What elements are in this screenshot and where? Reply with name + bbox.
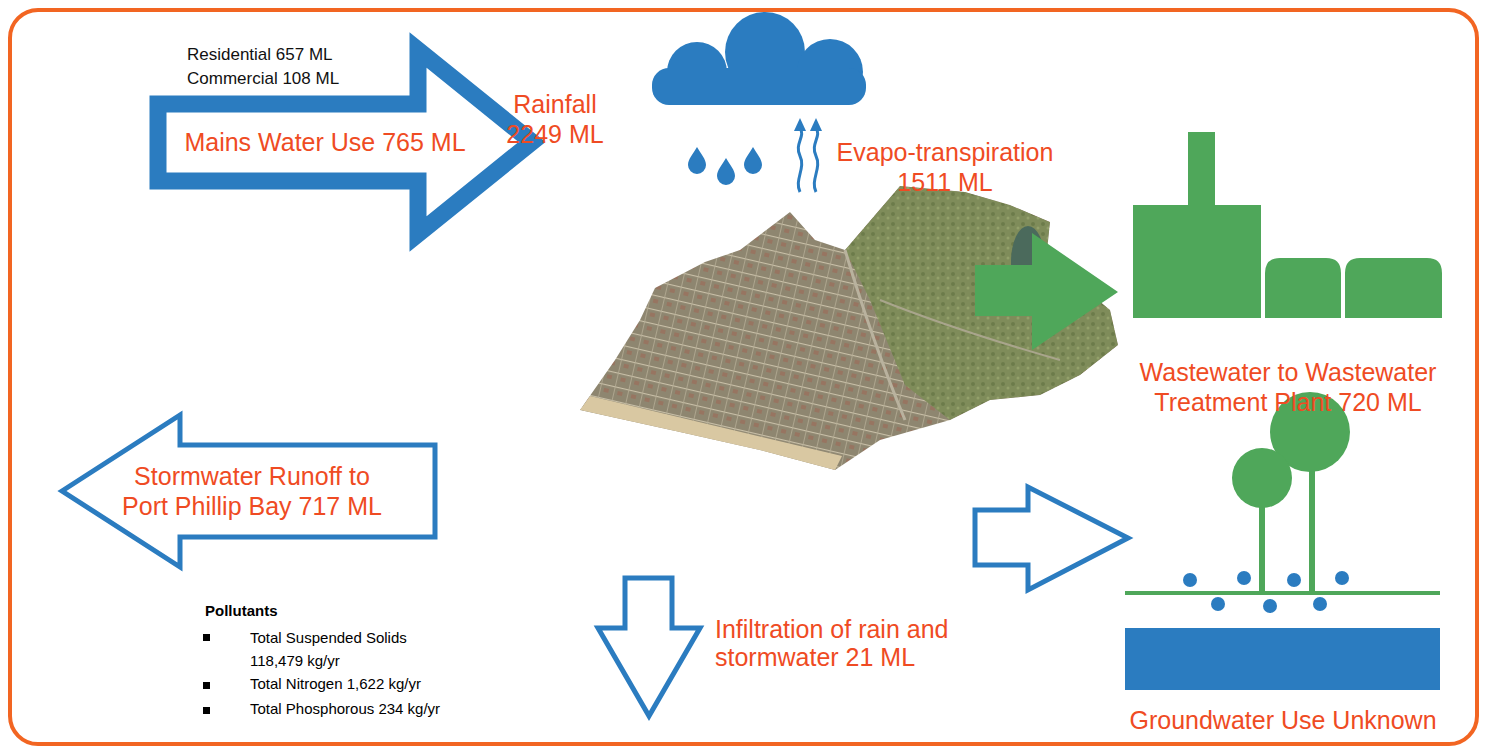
flow-label: Groundwater Use Unknown <box>1129 705 1436 735</box>
groundwater-node: Groundwater Use Unknown <box>1115 390 1460 740</box>
text-holder: Stormwater Runoff to Port Phillip Bay 71… <box>115 461 390 521</box>
text-holder: Total Nitrogen 1,622 kg/yr <box>250 675 450 693</box>
pollutant-item: Total Nitrogen 1,622 kg/yr <box>250 675 421 693</box>
flow-label: Rainfall 2249 ML <box>493 89 618 149</box>
usage-breakdown: Commercial 108 ML <box>187 69 339 89</box>
flow-label: Evapo-transpiration 1511 ML <box>825 137 1065 197</box>
aerial-map <box>570 180 1130 480</box>
flow-label: Infiltration of rain and stormwater 21 M… <box>715 615 970 671</box>
frame-border <box>10 10 1477 744</box>
text-holder: Total Phosphorous 234 kg/yr <box>250 700 450 718</box>
text-holder: Mains Water Use 765 ML <box>160 127 490 157</box>
text-holder: Rainfall 2249 ML <box>493 89 618 149</box>
flow-label: Stormwater Runoff to Port Phillip Bay 71… <box>115 461 390 521</box>
node-shape <box>1115 390 1460 740</box>
text-holder: Infiltration of rain and stormwater 21 M… <box>715 615 970 671</box>
inflow-arrow <box>158 50 532 234</box>
rain-drops <box>688 147 762 185</box>
treatment-plant: Wastewater to Wastewater Treatment Plant… <box>1120 125 1455 440</box>
treatment-plant-icon <box>1133 132 1442 318</box>
bullet-marks <box>203 634 210 714</box>
text-holder: Pollutants <box>205 602 365 620</box>
pollutant-item: Total Phosphorous 234 kg/yr <box>250 700 440 718</box>
wastewater-arrow <box>975 233 1118 350</box>
text-holder: Commercial 108 ML <box>187 69 397 89</box>
flow-label: Mains Water Use 765 ML <box>184 127 465 157</box>
outflow-arrow <box>62 415 435 567</box>
flow-label: Wastewater to Wastewater Treatment Plant… <box>1136 357 1441 417</box>
usage-breakdown: Residential 657 ML <box>187 45 333 65</box>
mains-water-arrow: Residential 657 ML Commercial 108 ML Mains… <box>140 20 560 265</box>
cloud-icon <box>652 12 866 105</box>
pollutant-item: Total Suspended Solids 118,479 kg/yr <box>250 627 425 673</box>
text-holder: Total Suspended Solids 118,479 kg/yr <box>250 627 425 673</box>
list-heading: Pollutants <box>205 602 278 620</box>
evaporation-arrows <box>794 118 822 192</box>
stormwater-arrow: Stormwater Runoff to Port Phillip Bay 71… <box>50 405 445 575</box>
groundwater-icon <box>1125 392 1440 690</box>
text-holder: Residential 657 ML <box>187 45 397 65</box>
text-holder: Evapo-transpiration 1511 ML <box>825 137 1065 197</box>
groundwater-arrow <box>975 487 1128 590</box>
text-holder: Groundwater Use Unknown <box>1113 705 1453 735</box>
text-holder: Wastewater to Wastewater Treatment Plant… <box>1136 357 1441 417</box>
infiltration-arrow <box>598 578 700 716</box>
